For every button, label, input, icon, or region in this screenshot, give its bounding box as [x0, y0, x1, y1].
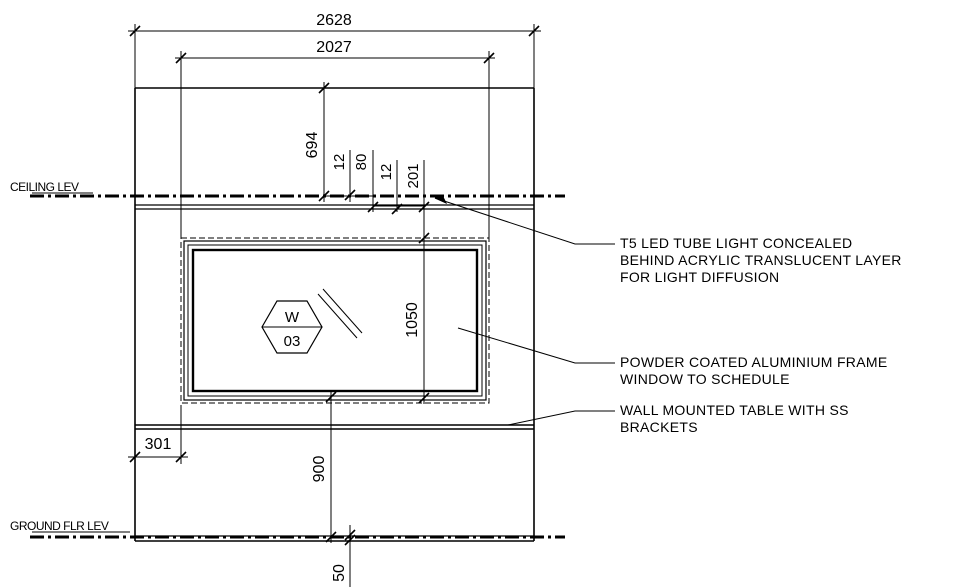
- ground-level-label: GROUND FLR LEV: [10, 519, 109, 533]
- dim-small-stack: [324, 150, 430, 215]
- dim-floor-finish: [344, 525, 356, 587]
- dim-sill-height: [325, 391, 337, 543]
- note-window: POWDER COATED ALUMINIUM FRAME WINDOW TO …: [620, 354, 887, 387]
- dim-sill-height-value: 900: [311, 456, 328, 483]
- window-frame: [180, 237, 490, 404]
- window-tag: W 03: [261, 300, 323, 354]
- leader-window: [457, 327, 615, 364]
- note-window-line-2: WINDOW TO SCHEDULE: [620, 371, 790, 387]
- window-tag-number: 03: [284, 333, 301, 350]
- note-table: WALL MOUNTED TABLE WITH SS BRACKETS: [620, 402, 849, 435]
- window-mid-frame: [187, 244, 483, 397]
- glass-hatch-2: [322, 288, 363, 334]
- leader-table: [507, 410, 615, 426]
- dim-side-offset-value: 301: [145, 436, 172, 453]
- dim-top-to-light-value: 694: [304, 132, 321, 159]
- leader-light: [434, 196, 615, 245]
- note-light-line-2: BEHIND ACRYLIC TRANSLUCENT LAYER: [620, 252, 902, 268]
- glass-hatch-1: [317, 293, 358, 339]
- note-light-line-1: T5 LED TUBE LIGHT CONCEALED: [620, 235, 852, 251]
- dim-window-width-value: 2027: [316, 39, 352, 56]
- dim-overall-width-value: 2628: [316, 12, 352, 29]
- window-opening-dashed: [180, 237, 490, 404]
- dim-acrylic-value: 80: [353, 154, 370, 171]
- note-table-line-2: BRACKETS: [620, 419, 698, 435]
- dim-window-height-value: 1050: [404, 302, 421, 338]
- dim-gap-a-value: 12: [331, 154, 348, 171]
- dim-overall-width: [128, 24, 541, 88]
- note-light: T5 LED TUBE LIGHT CONCEALED BEHIND ACRYL…: [620, 235, 902, 285]
- note-window-line-1: POWDER COATED ALUMINIUM FRAME: [620, 354, 887, 370]
- dim-window-height: [418, 212, 430, 404]
- note-light-line-3: FOR LIGHT DIFFUSION: [620, 269, 779, 285]
- dim-floor-finish-value: 50: [331, 564, 348, 582]
- note-table-line-1: WALL MOUNTED TABLE WITH SS: [620, 402, 849, 418]
- dim-side-offset: [128, 405, 188, 464]
- window-glass: [191, 248, 479, 393]
- window-outer-frame: [183, 240, 487, 401]
- dim-light-to-window-value: 201: [405, 163, 422, 188]
- dim-gap-b-value: 12: [378, 164, 395, 181]
- dim-window-width: [175, 51, 495, 238]
- ceiling-level-label: CEILING LEV: [10, 180, 79, 194]
- window-tag-type: W: [285, 309, 300, 326]
